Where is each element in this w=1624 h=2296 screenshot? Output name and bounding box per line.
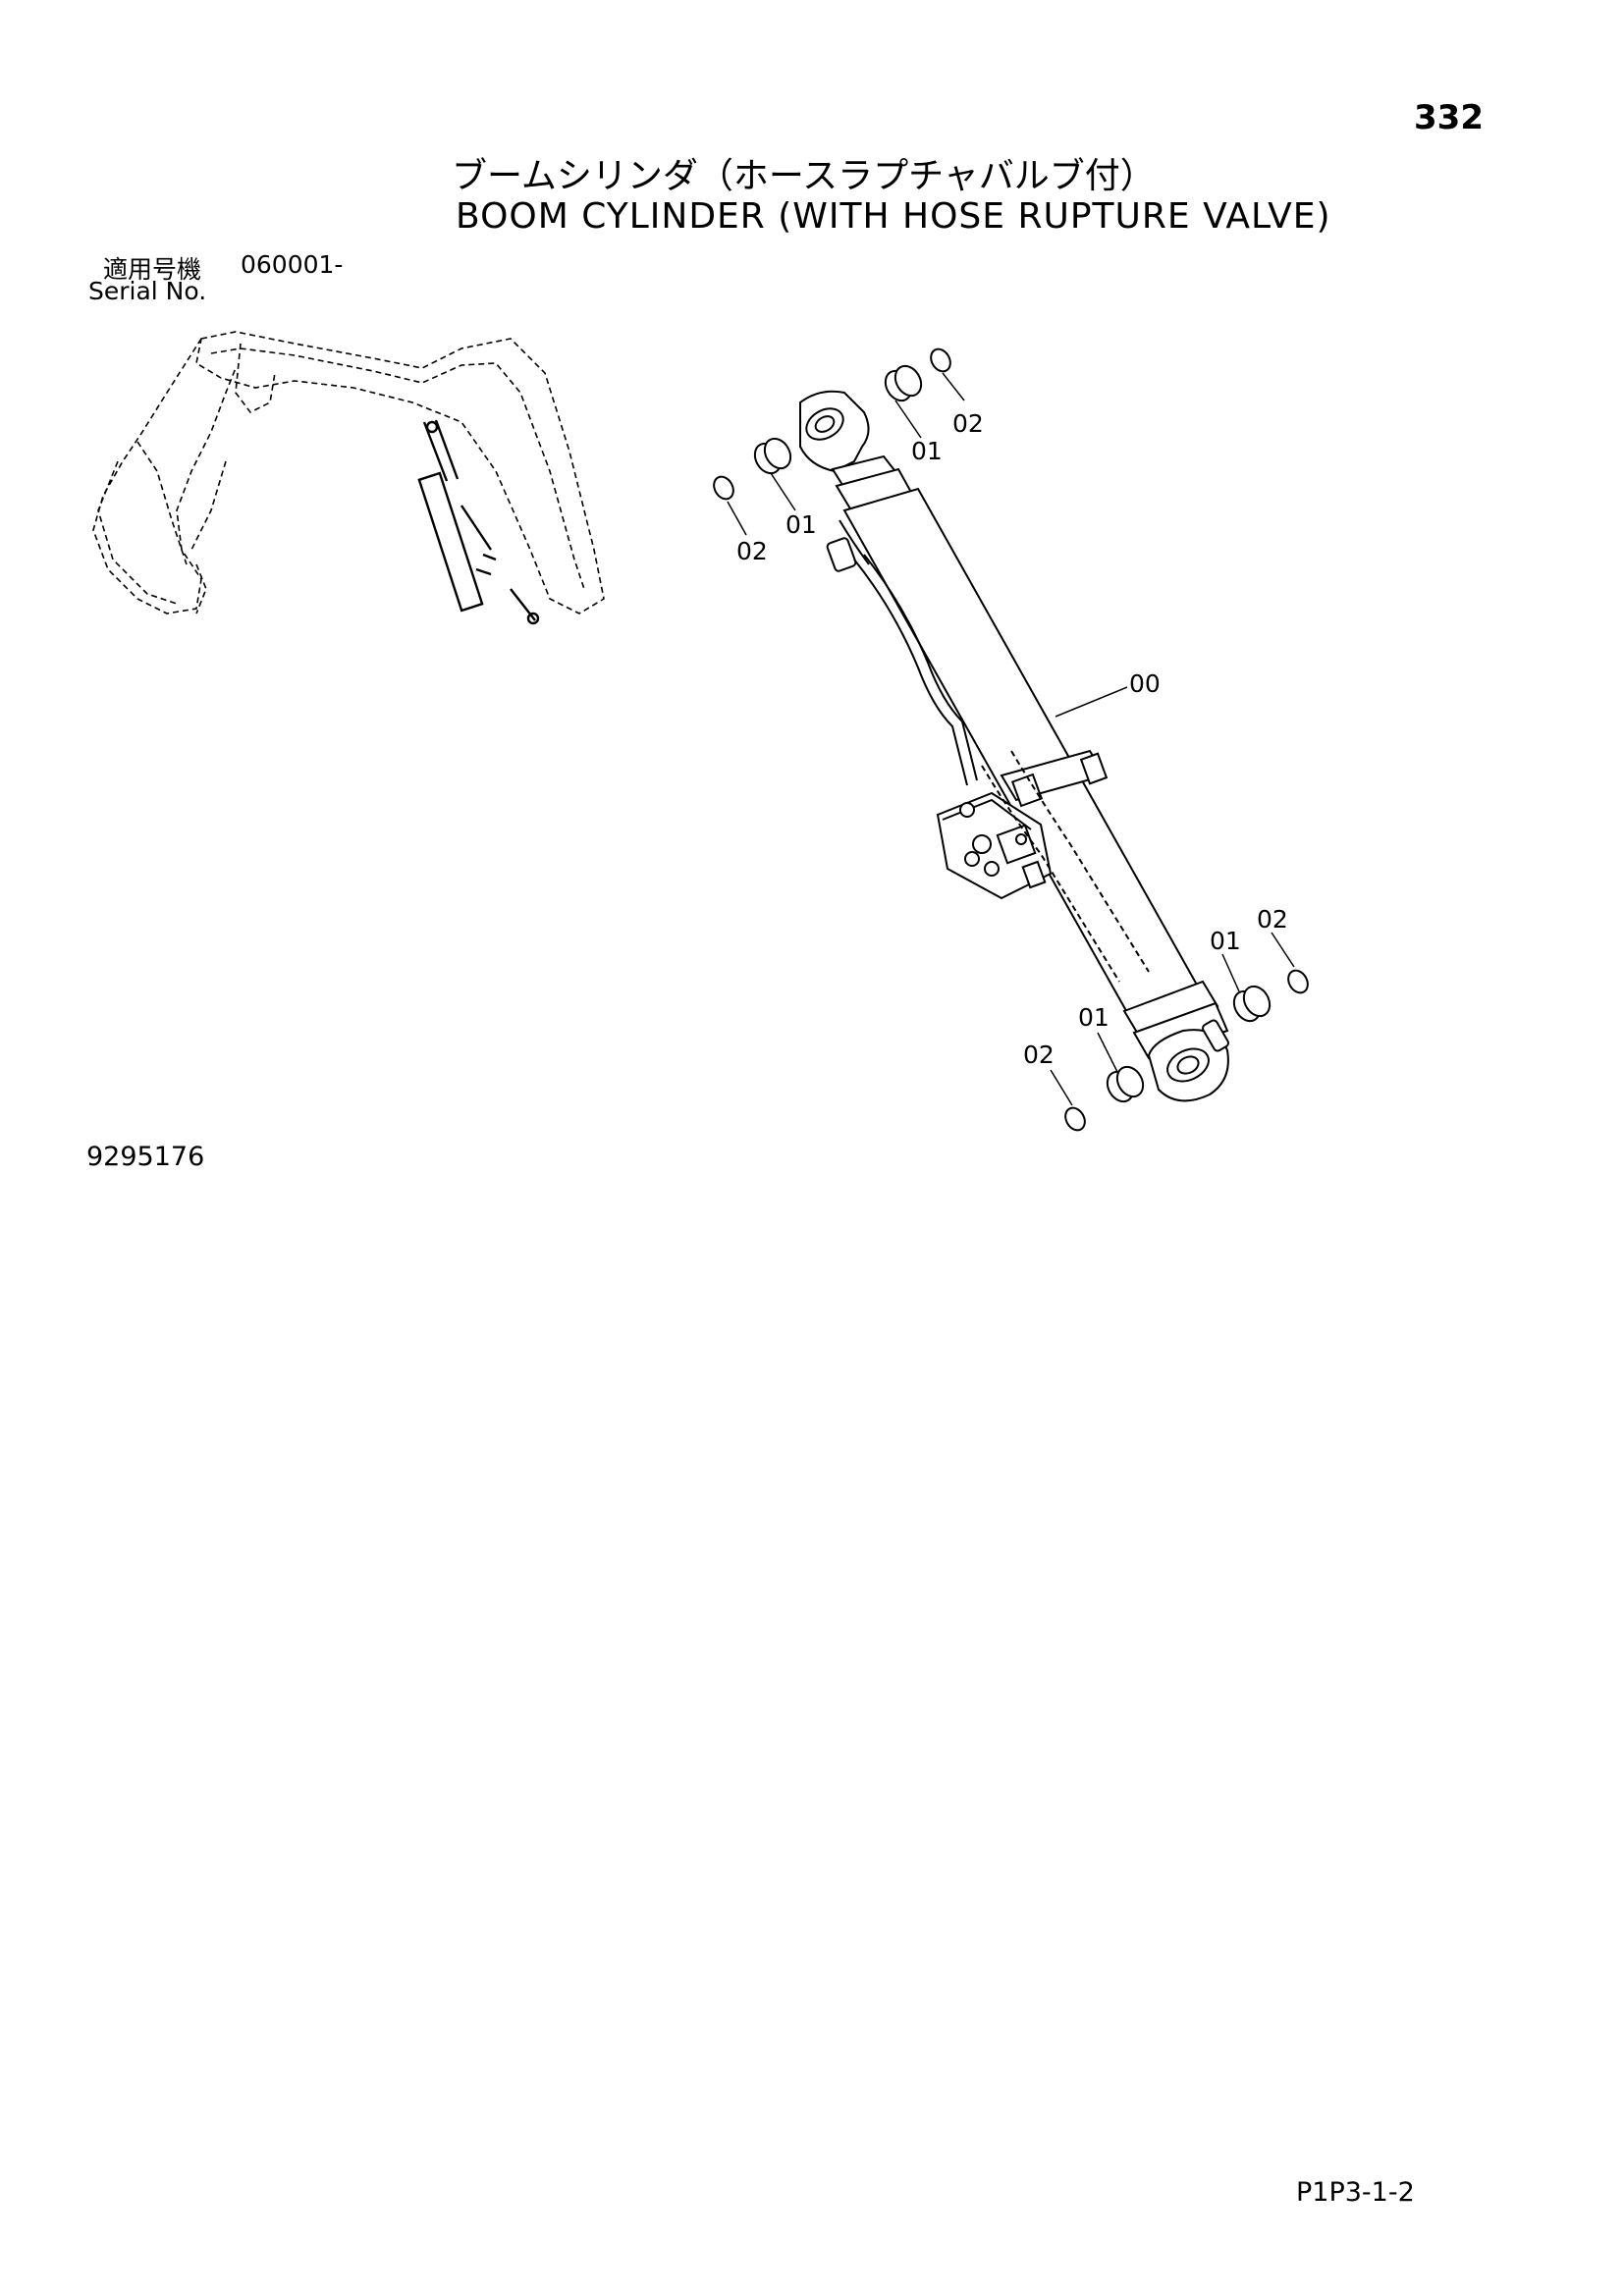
drawing-number: 9295176 bbox=[86, 1142, 205, 1172]
callout-01-bottom-right: 01 bbox=[1210, 927, 1241, 955]
title-japanese: ブームシリンダ（ホースラプチャバルブ付） bbox=[452, 156, 1156, 196]
callout-labels: 02 01 01 02 00 02 01 01 02 bbox=[736, 409, 1288, 1069]
page-number: 332 bbox=[1414, 98, 1484, 137]
page-code: P1P3-1-2 bbox=[1296, 2177, 1415, 2208]
bushings-and-seals bbox=[713, 347, 1309, 1132]
callout-02-bottom-right: 02 bbox=[1257, 905, 1288, 934]
callout-02-top-left: 02 bbox=[736, 537, 768, 565]
leader-lines bbox=[727, 372, 1295, 1106]
boom-location-diagram bbox=[92, 331, 605, 614]
boom-cylinder-drawing bbox=[799, 390, 1229, 1102]
serial-value: 060001- bbox=[241, 250, 344, 279]
title-english: BOOM CYLINDER (WITH HOSE RUPTURE VALVE) bbox=[456, 196, 1331, 237]
callout-01-top-right: 01 bbox=[911, 437, 943, 465]
callout-01-bottom-left: 01 bbox=[1078, 1003, 1110, 1032]
callout-02-top-right: 02 bbox=[952, 409, 984, 438]
serial-label-japanese: 適用号機 bbox=[103, 255, 202, 284]
callout-00: 00 bbox=[1129, 669, 1161, 698]
callout-01-top-left: 01 bbox=[785, 510, 817, 539]
callout-02-bottom-left: 02 bbox=[1023, 1041, 1055, 1069]
serial-label-english: Serial No. bbox=[88, 277, 207, 305]
boom-cylinder-location-mark bbox=[417, 419, 540, 625]
